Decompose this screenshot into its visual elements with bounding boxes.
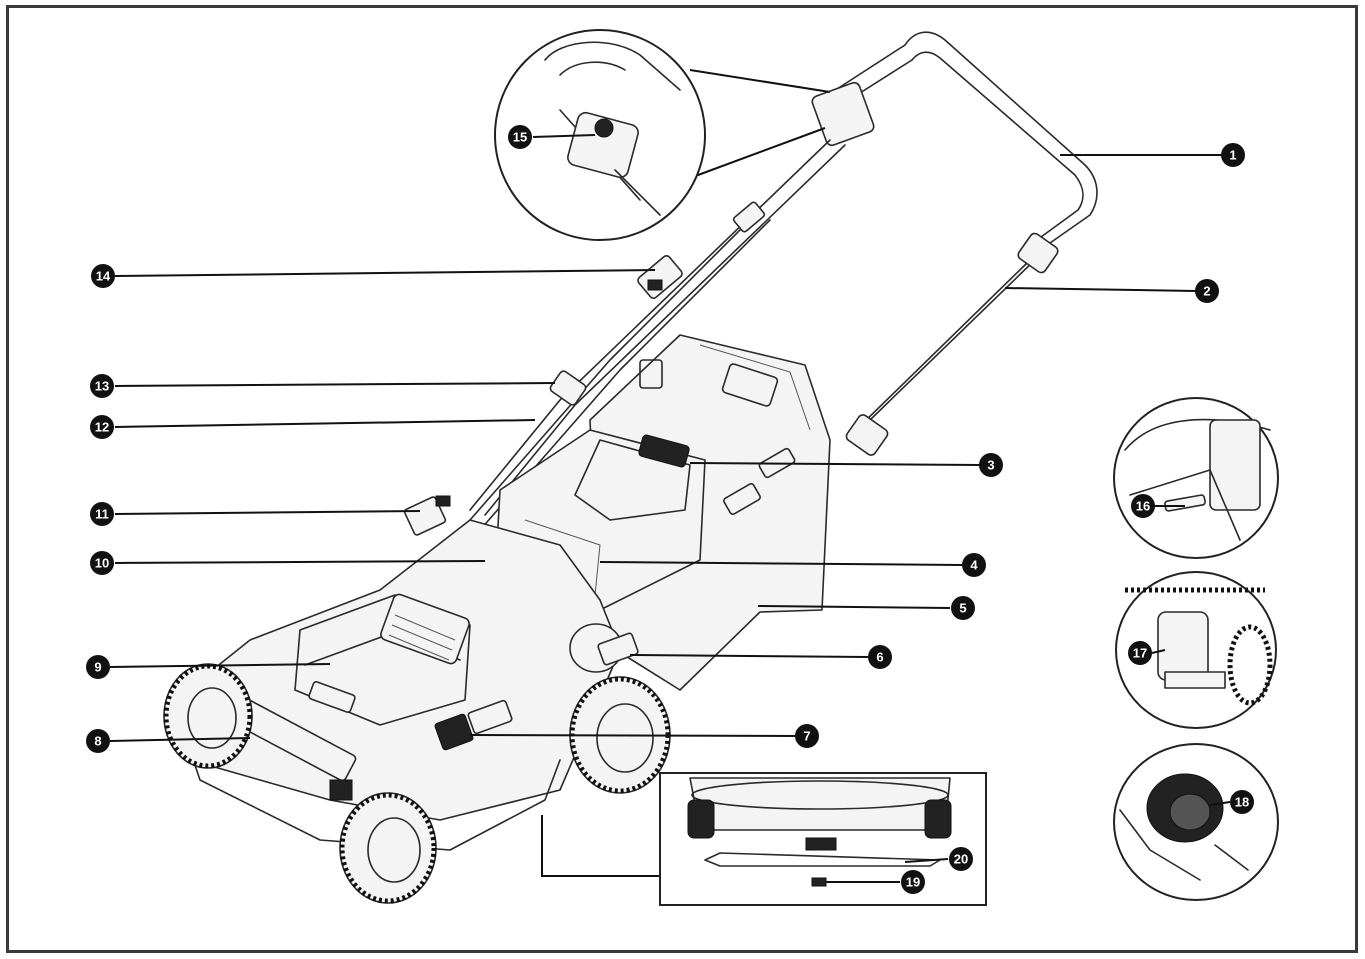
callout-1: 1 (1221, 143, 1245, 167)
callout-badges: 1 2 3 4 5 6 7 8 9 10 11 12 13 14 15 16 1… (86, 125, 1254, 894)
handle-knob-left (549, 370, 587, 406)
callout-18: 18 (1230, 790, 1254, 814)
svg-text:5: 5 (959, 601, 966, 616)
inset-17 (1115, 571, 1277, 729)
callout-6: 6 (868, 645, 892, 669)
handle-knob-upper (1017, 232, 1059, 274)
callout-19: 19 (901, 870, 925, 894)
bag-handle (638, 434, 690, 468)
callout-2: 2 (1195, 279, 1219, 303)
svg-text:7: 7 (803, 729, 810, 744)
switch-box (811, 81, 875, 147)
handle-lock (403, 496, 447, 536)
callout-10: 10 (90, 551, 114, 575)
svg-text:9: 9 (94, 660, 101, 675)
callout-9: 9 (86, 655, 110, 679)
svg-text:1: 1 (1229, 148, 1236, 163)
svg-text:19: 19 (906, 875, 920, 890)
callout-5: 5 (951, 596, 975, 620)
lower-handle-right (869, 254, 1041, 421)
svg-text:2: 2 (1203, 284, 1210, 299)
callout-13: 13 (90, 374, 114, 398)
svg-text:4: 4 (970, 558, 978, 573)
callout-16: 16 (1131, 494, 1155, 518)
callout-3: 3 (979, 453, 1003, 477)
callout-20: 20 (949, 847, 973, 871)
svg-text:8: 8 (94, 734, 101, 749)
figure-frame (6, 5, 1358, 953)
svg-text:10: 10 (95, 556, 109, 571)
switch-detail-inset (494, 29, 831, 241)
callout-4: 4 (962, 553, 986, 577)
svg-text:6: 6 (876, 650, 883, 665)
callout-14: 14 (91, 264, 115, 288)
callout-lines (109, 134, 1231, 883)
svg-text:14: 14 (96, 269, 111, 284)
callout-7: 7 (795, 724, 819, 748)
inset-18 (1113, 743, 1279, 901)
svg-text:16: 16 (1136, 499, 1150, 514)
wheel-front-left (163, 663, 253, 769)
svg-text:15: 15 (513, 130, 527, 145)
svg-text:20: 20 (954, 852, 968, 867)
upper-handle (819, 31, 1098, 251)
callout-12: 12 (90, 415, 114, 439)
callout-11: 11 (90, 502, 114, 526)
svg-text:18: 18 (1235, 795, 1249, 810)
inset-16 (1113, 397, 1279, 559)
callout-17: 17 (1128, 641, 1152, 665)
wheel-front-right (339, 792, 437, 904)
callout-15: 15 (508, 125, 532, 149)
mower-illustration (163, 31, 1098, 904)
svg-text:17: 17 (1133, 646, 1147, 661)
svg-text:11: 11 (95, 507, 109, 522)
svg-text:12: 12 (95, 420, 109, 435)
callout-8: 8 (86, 729, 110, 753)
height-lever (434, 713, 474, 751)
handle-knob-right (845, 414, 889, 456)
svg-text:13: 13 (95, 379, 109, 394)
svg-text:3: 3 (987, 458, 994, 473)
blade-detail-box (541, 772, 987, 906)
